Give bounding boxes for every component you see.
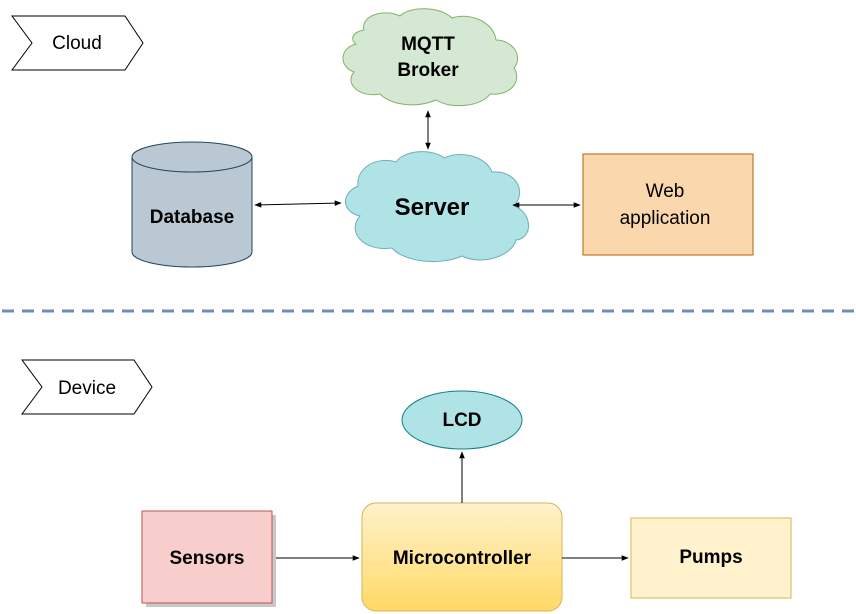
web-application-label-line2: application bbox=[620, 208, 711, 229]
device-zone-tag: Device bbox=[21, 359, 153, 415]
microcontroller-node: Microcontroller bbox=[361, 502, 563, 612]
sensors-label: Sensors bbox=[170, 548, 245, 569]
database-label: Database bbox=[150, 207, 235, 228]
web-application-node: Web application bbox=[582, 153, 754, 256]
mqtt-broker-label-line1: MQTT bbox=[401, 34, 455, 55]
mqtt-broker-label-line2: Broker bbox=[397, 60, 459, 81]
device-zone-label: Device bbox=[58, 378, 116, 399]
pumps-label: Pumps bbox=[679, 547, 742, 568]
server-node: Server bbox=[345, 151, 529, 262]
mqtt-broker-node: MQTT Broker bbox=[342, 8, 519, 107]
sensors-node: Sensors bbox=[141, 510, 276, 607]
database-node: Database bbox=[131, 141, 253, 268]
cloud-zone-label: Cloud bbox=[52, 33, 102, 54]
microcontroller-label: Microcontroller bbox=[393, 548, 532, 569]
database-server-connector bbox=[254, 200, 342, 208]
cloud-zone-tag: Cloud bbox=[11, 15, 144, 71]
web-application-label-line1: Web bbox=[646, 181, 685, 202]
lcd-label: LCD bbox=[442, 410, 481, 431]
pumps-node: Pumps bbox=[630, 517, 792, 599]
lcd-node: LCD bbox=[401, 390, 523, 450]
server-label: Server bbox=[395, 194, 470, 221]
